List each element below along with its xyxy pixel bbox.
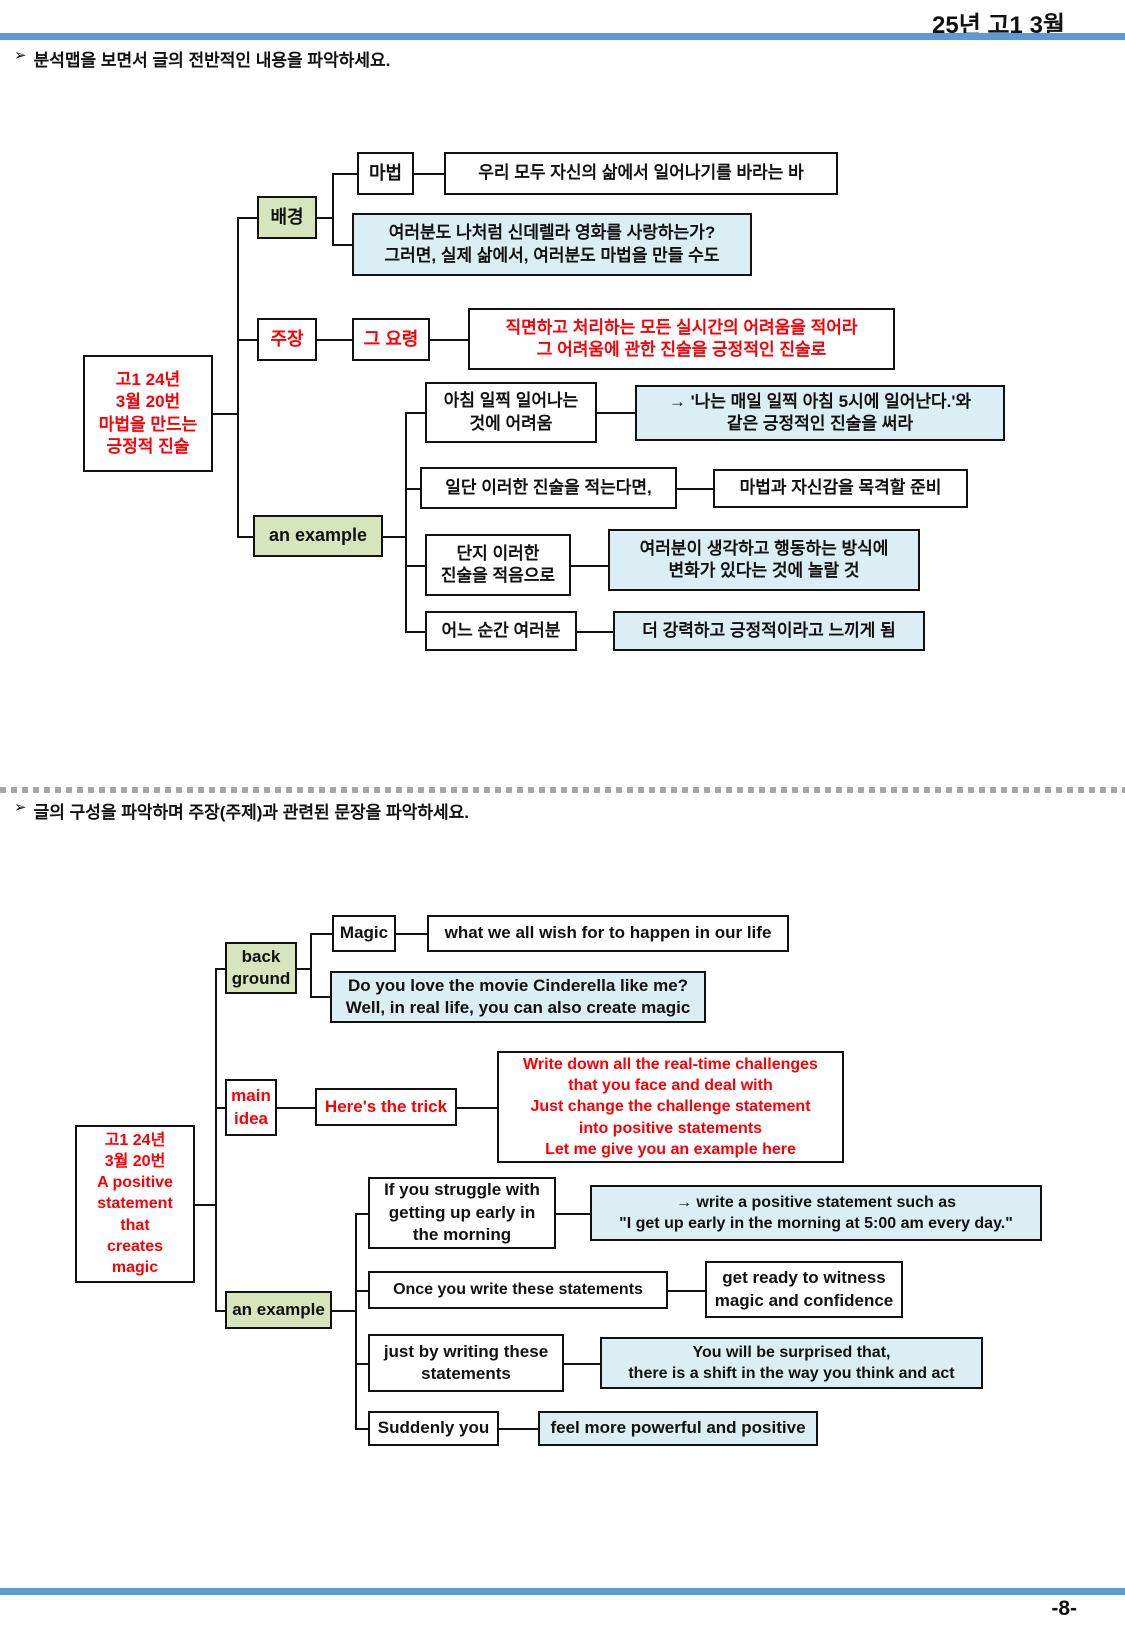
d1-line: [317, 217, 332, 219]
d1-background-label: 배경: [257, 196, 317, 239]
d2-spine: [215, 968, 217, 1312]
d2-trick-label: Here's the trick: [315, 1088, 457, 1126]
d1-example-label: an example: [253, 515, 383, 557]
d2-line: [195, 1204, 215, 1206]
d1-example4-box: 어느 순간 여러분: [425, 611, 577, 651]
d1-line: [237, 536, 253, 538]
d1-line: [413, 173, 444, 175]
d1-line: [332, 173, 334, 246]
d1-line: [571, 565, 608, 567]
d2-line: [332, 1310, 355, 1312]
d2-example2-desc: get ready to witness magic and confidenc…: [705, 1261, 903, 1318]
d1-trick-label: 그 요령: [352, 318, 430, 361]
d2-example3-box: just by writing these statements: [368, 1334, 564, 1392]
instruction-2: ➢ 글의 구성을 파악하며 주장(주제)과 관련된 문장을 파악하세요.: [14, 798, 469, 823]
d2-line: [564, 1363, 600, 1365]
instruction-1: ➢ 분석맵을 보면서 글의 전반적인 내용을 파악하세요.: [14, 46, 390, 71]
d1-example3-box: 단지 이러한 진술을 적음으로: [425, 534, 571, 596]
d1-line: [430, 339, 468, 341]
d2-line: [310, 933, 332, 935]
d2-example4-desc: feel more powerful and positive: [538, 1411, 818, 1446]
d1-magic-label: 마법: [357, 152, 414, 195]
d2-cinderella-box: Do you love the movie Cinderella like me…: [330, 971, 706, 1023]
instruction-1-text: 분석맵을 보면서 글의 전반적인 내용을 파악하세요.: [33, 51, 391, 70]
d2-line: [277, 1107, 315, 1109]
d1-trick-desc: 직면하고 처리하는 모든 실시간의 어려움을 적어라 그 어려움에 관한 진술을…: [468, 308, 895, 370]
d2-line: [297, 968, 310, 970]
d1-line: [332, 244, 352, 246]
d1-magic-desc: 우리 모두 자신의 삶에서 일어나기를 바라는 바: [444, 152, 838, 195]
d1-line: [405, 631, 425, 633]
d1-line: [405, 412, 407, 632]
d2-line: [396, 933, 427, 935]
d2-root-box: 고1 24년 3월 20번 A positive statement that …: [75, 1125, 195, 1283]
d2-magic-desc: what we all wish for to happen in our li…: [427, 915, 789, 952]
d2-example-label: an example: [225, 1291, 332, 1329]
d2-line: [215, 1310, 225, 1312]
d2-line: [215, 968, 225, 970]
d1-root-box: 고1 24년 3월 20번 마법을 만드는 긍정적 진술: [83, 355, 213, 472]
d2-example1-box: If you struggle with getting up early in…: [368, 1177, 556, 1249]
d1-example4-desc: 더 강력하고 긍정적이라고 느끼게 됨: [613, 611, 925, 651]
d1-line: [213, 413, 237, 415]
d1-spine: [237, 217, 239, 538]
d1-example1-box: 아침 일찍 일어나는 것에 어려움: [425, 382, 597, 443]
d2-line: [310, 996, 330, 998]
d2-line: [556, 1213, 590, 1215]
header-rule: [0, 33, 1125, 40]
d2-example1-desc: → write a positive statement such as "I …: [590, 1185, 1042, 1241]
d2-trick-desc: Write down all the real-time challenges …: [497, 1051, 844, 1163]
arrow-bullet-icon: ➢: [14, 799, 27, 816]
d1-claim-label: 주장: [257, 318, 317, 361]
d2-line: [499, 1428, 538, 1430]
d2-magic-label: Magic: [332, 915, 396, 952]
d1-line: [317, 339, 352, 341]
d1-line: [677, 488, 713, 490]
d2-example3-desc: You will be surprised that, there is a s…: [600, 1337, 983, 1389]
d1-example2-desc: 마법과 자신감을 목격할 준비: [713, 469, 968, 508]
d1-line: [383, 536, 405, 538]
footer-rule: [0, 1588, 1125, 1595]
d1-example2-box: 일단 이러한 진술을 적는다면,: [420, 467, 677, 509]
d1-line: [237, 217, 257, 219]
d2-line: [668, 1290, 705, 1292]
d2-background-label: back ground: [225, 942, 297, 994]
d1-line: [405, 412, 425, 414]
d1-cinderella-box: 여러분도 나처럼 신데렐라 영화를 사랑하는가? 그러면, 실제 삶에서, 여러…: [352, 213, 752, 276]
d2-line: [355, 1363, 368, 1365]
d2-example2-box: Once you write these statements: [368, 1271, 668, 1309]
d2-line: [215, 1107, 225, 1109]
instruction-2-text: 글의 구성을 파악하며 주장(주제)과 관련된 문장을 파악하세요.: [33, 803, 469, 822]
arrow-bullet-icon: ➢: [14, 47, 27, 64]
d2-line: [355, 1428, 368, 1430]
d2-mainidea-label: main idea: [225, 1079, 277, 1136]
d1-example1-desc: → '나는 매일 일찍 아침 5시에 일어난다.'와 같은 긍정적인 진술을 써…: [635, 385, 1005, 441]
d2-line: [355, 1213, 368, 1215]
d1-line: [405, 488, 420, 490]
d2-line: [355, 1213, 357, 1430]
dotted-separator: [0, 787, 1125, 793]
d2-line: [310, 933, 312, 998]
d1-line: [577, 631, 613, 633]
d1-line: [597, 412, 635, 414]
d1-line: [237, 339, 257, 341]
d2-line: [457, 1107, 497, 1109]
d2-example4-box: Suddenly you: [368, 1411, 499, 1446]
d1-line: [332, 173, 357, 175]
d1-line: [405, 565, 425, 567]
d2-line: [355, 1290, 368, 1292]
page-number: -8-: [1051, 1597, 1077, 1620]
d1-example3-desc: 여러분이 생각하고 행동하는 방식에 변화가 있다는 것에 놀랄 것: [608, 529, 920, 591]
